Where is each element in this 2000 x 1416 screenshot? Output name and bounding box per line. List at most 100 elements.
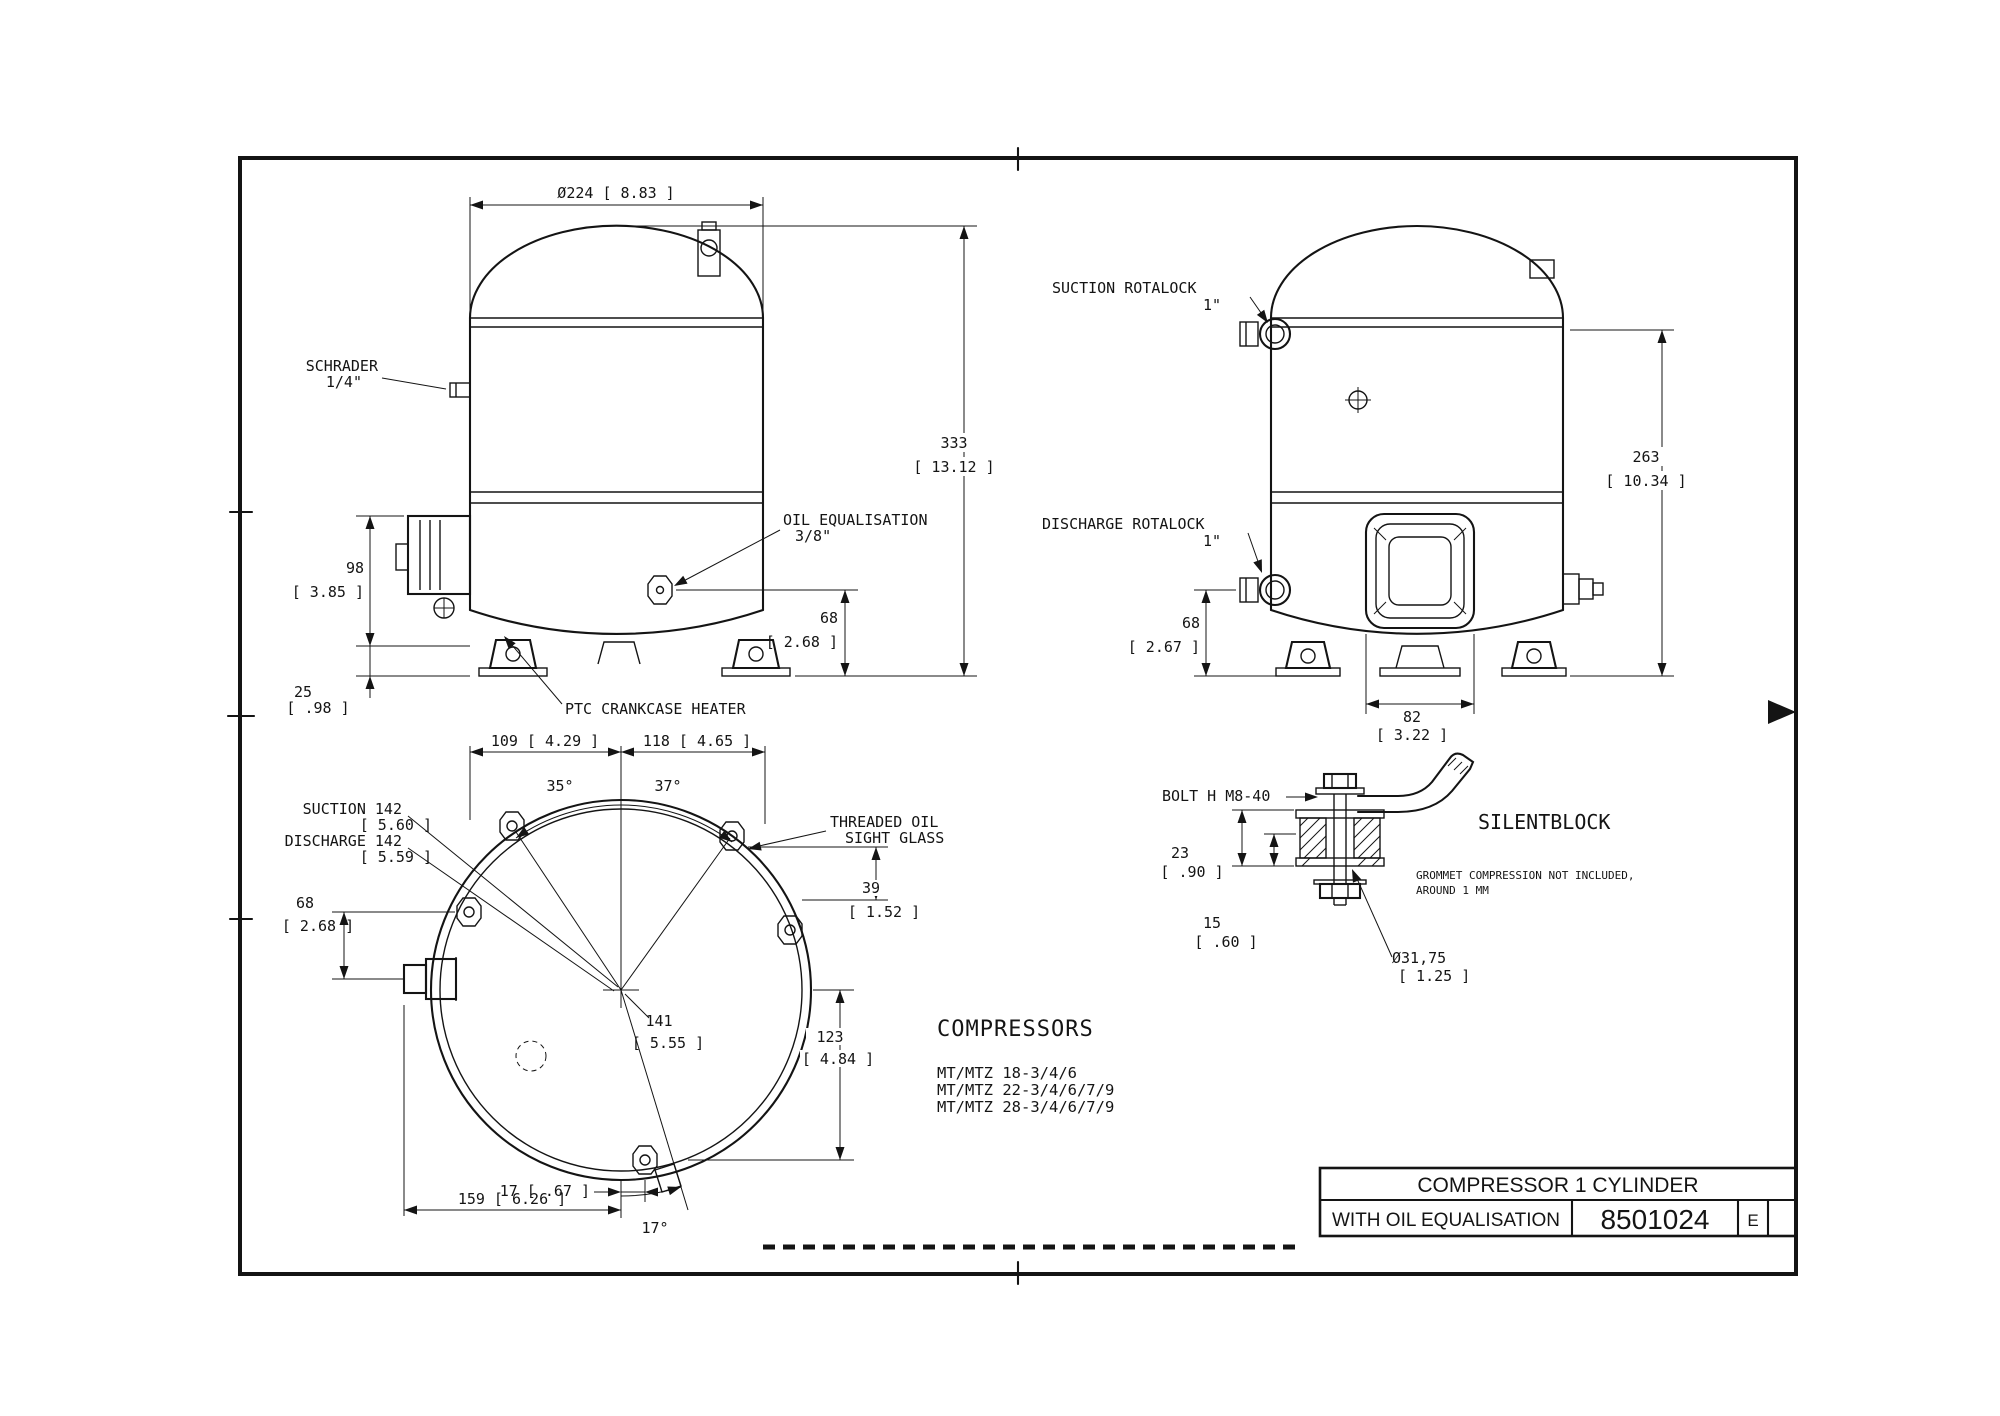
frame-center-arrow: [1768, 700, 1796, 724]
dim-82-inch: [ 3.22 ]: [1376, 726, 1448, 744]
dim-263: 263 [ 10.34 ]: [1570, 329, 1696, 677]
dim-dia-3175: Ø31,75 [ 1.25 ]: [1347, 867, 1470, 985]
dim-25-inch: [ .98 ]: [286, 699, 349, 717]
dim-98-inch: [ 3.85 ]: [292, 583, 364, 601]
silentblock-drawing: [1295, 752, 1475, 906]
schrader-label: SCHRADER: [306, 357, 379, 375]
dim-118-text: 118 [ 4.65 ]: [643, 732, 751, 750]
dim-angle-17: 17°: [620, 1182, 683, 1237]
dim-123: 123 [ 4.84 ]: [688, 989, 878, 1161]
fitting-left-hex: [456, 897, 482, 927]
dim-68-side-inch: [ 2.67 ]: [1128, 638, 1200, 656]
terminal-box: [395, 514, 472, 596]
ptc-label: PTC CRANKCASE HEATER: [565, 700, 747, 718]
grommet-note-1: GROMMET COMPRESSION NOT INCLUDED,: [1416, 869, 1635, 882]
dim-123-inch: [ 4.84 ]: [802, 1050, 874, 1068]
dim-15-text: 15: [1203, 914, 1221, 932]
dim-123-text: 123: [816, 1028, 843, 1046]
suction-rotalock-fitting: [1239, 317, 1292, 351]
dim-263-text: 263: [1632, 448, 1659, 466]
label-oil-equalisation: OIL EQUALISATION 3/8": [671, 511, 928, 590]
discharge-top-label: DISCHARGE 142: [285, 832, 402, 850]
bolt-head: [1322, 772, 1358, 790]
drawing-frame: [226, 146, 1798, 1286]
silentblock-detail: BOLT H M8-40 SILENTBLOCK 23 [ .90 ] 15 […: [1160, 752, 1635, 985]
top-view: 109 [ 4.29 ] 118 [ 4.65 ] 35° 37° 68 [ 2…: [282, 732, 944, 1237]
dim-39-inch: [ 1.52 ]: [848, 903, 920, 921]
earth-terminal: [433, 597, 455, 619]
label-suction-top: SUCTION 142 [ 5.60 ]: [303, 800, 619, 988]
dim-98-text: 98: [346, 559, 364, 577]
dim-68-side-text: 68: [1182, 614, 1200, 632]
side-view: 263 [ 10.34 ] 68 [ 2.67 ] 82 [ 3.22 ] SU…: [1042, 224, 1696, 744]
discharge-rotalock-size: 1": [1203, 532, 1221, 550]
dim-68-front-inch: [ 2.68 ]: [766, 633, 838, 651]
shell-hole: [1345, 387, 1371, 413]
dim-82: 82 [ 3.22 ]: [1365, 634, 1475, 744]
dim-23: 23 [ .90 ]: [1160, 809, 1294, 881]
discharge-rotalock-label: DISCHARGE ROTALOCK: [1042, 515, 1205, 533]
dim-15: 15 [ .60 ]: [1194, 833, 1296, 951]
dim-39-text: 39: [862, 879, 880, 897]
silentblock-title: SILENTBLOCK: [1478, 810, 1610, 834]
dim-39: 39 [ 1.52 ]: [748, 846, 920, 921]
title-block: COMPRESSOR 1 CYLINDER WITH OIL EQUALISAT…: [1318, 1166, 1798, 1238]
grommet-note-2: AROUND 1 MM: [1416, 884, 1489, 897]
compressor-model-2: MT/MTZ 22-3/4/6/7/9: [937, 1081, 1114, 1099]
dim-141-text: 141: [645, 1012, 672, 1030]
grommet-section: [1295, 809, 1385, 867]
dim-333-inch: [ 13.12 ]: [913, 458, 994, 476]
mounting-feet: [478, 638, 791, 677]
dim-141-inch: [ 5.55 ]: [632, 1034, 704, 1052]
dim-25: 25 [ .98 ]: [286, 646, 470, 717]
label-suction-rotalock: SUCTION ROTALOCK 1": [1052, 279, 1272, 326]
dim-68-front-text: 68: [820, 609, 838, 627]
rotalock-connection-top: [402, 957, 458, 1001]
label-discharge-rotalock: DISCHARGE ROTALOCK 1": [1042, 515, 1267, 575]
dim-dia-3175-inch: [ 1.25 ]: [1398, 967, 1470, 985]
dim-263-inch: [ 10.34 ]: [1605, 472, 1686, 490]
dim-109-118: 109 [ 4.29 ] 118 [ 4.65 ]: [469, 732, 766, 824]
dim-333-text: 333: [940, 434, 967, 452]
compressors-heading: COMPRESSORS: [937, 1017, 1094, 1042]
title-block-line2: WITH OIL EQUALISATION: [1332, 1210, 1560, 1231]
angle-17-text: 17°: [641, 1219, 668, 1237]
bracket-arm: [1356, 752, 1475, 814]
oil-equalisation-fitting: [647, 575, 673, 605]
compressor-model-1: MT/MTZ 18-3/4/6: [937, 1064, 1077, 1082]
dim-82-text: 82: [1403, 708, 1421, 726]
side-body: [1239, 224, 1604, 677]
compressor-model-3: MT/MTZ 28-3/4/6/7/9: [937, 1098, 1114, 1116]
dim-23-text: 23: [1171, 844, 1189, 862]
label-schrader: SCHRADER 1/4": [306, 357, 447, 391]
grommet-note: GROMMET COMPRESSION NOT INCLUDED, AROUND…: [1416, 869, 1635, 897]
oil-eq-size: 3/8": [795, 527, 831, 545]
dim-159: 159 [ 6.26 ]: [403, 1005, 621, 1216]
angle-35-text: 35°: [546, 777, 573, 795]
bolt-label: BOLT H M8-40: [1162, 787, 1270, 805]
dim-68-top: 68 [ 2.68 ]: [282, 894, 455, 980]
sight-glass-label-2: SIGHT GLASS: [845, 829, 944, 847]
dim-15-inch: [ .60 ]: [1194, 933, 1257, 951]
label-sight-glass: THREADED OIL SIGHT GLASS: [746, 813, 944, 854]
fitting-right-hex: [777, 915, 803, 945]
revision-letter: E: [1747, 1211, 1758, 1230]
schrader-size: 1/4": [326, 373, 362, 391]
label-ptc-heater: PTC CRANKCASE HEATER: [500, 633, 747, 718]
dim-141: 141 [ 5.55 ]: [624, 993, 704, 1052]
dim-dia-224-text: Ø224 [ 8.83 ]: [557, 184, 674, 202]
lifting-lug: [697, 221, 721, 277]
title-block-line1: COMPRESSOR 1 CYLINDER: [1417, 1174, 1698, 1197]
label-bolt: BOLT H M8-40: [1162, 787, 1318, 805]
dim-159-text: 159 [ 6.26 ]: [458, 1190, 566, 1208]
dim-23-inch: [ .90 ]: [1160, 863, 1223, 881]
top-body: [402, 746, 813, 1218]
dim-68-top-text: 68: [296, 894, 314, 912]
dim-dia-224: Ø224 [ 8.83 ]: [469, 184, 764, 310]
terminal-box-front: [1364, 512, 1476, 630]
dim-angle-37: 37°: [620, 777, 735, 846]
dim-68-top-inch: [ 2.68 ]: [282, 917, 354, 935]
sight-glass-label-1: THREADED OIL: [830, 813, 938, 831]
dim-dia-3175-text: Ø31,75: [1392, 949, 1446, 967]
